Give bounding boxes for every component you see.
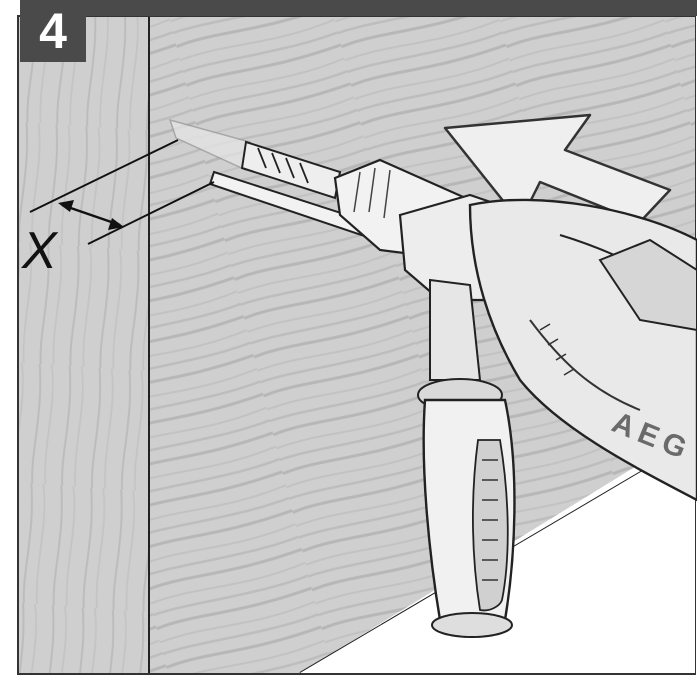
dimension-x xyxy=(29,139,215,245)
step-number: 4 xyxy=(20,0,86,62)
left-wall xyxy=(19,17,149,673)
dimension-label: X xyxy=(21,222,59,280)
drill xyxy=(333,158,697,638)
drill-bit xyxy=(168,118,342,200)
double-arrow-icon xyxy=(58,200,124,230)
header-bar xyxy=(86,0,697,16)
